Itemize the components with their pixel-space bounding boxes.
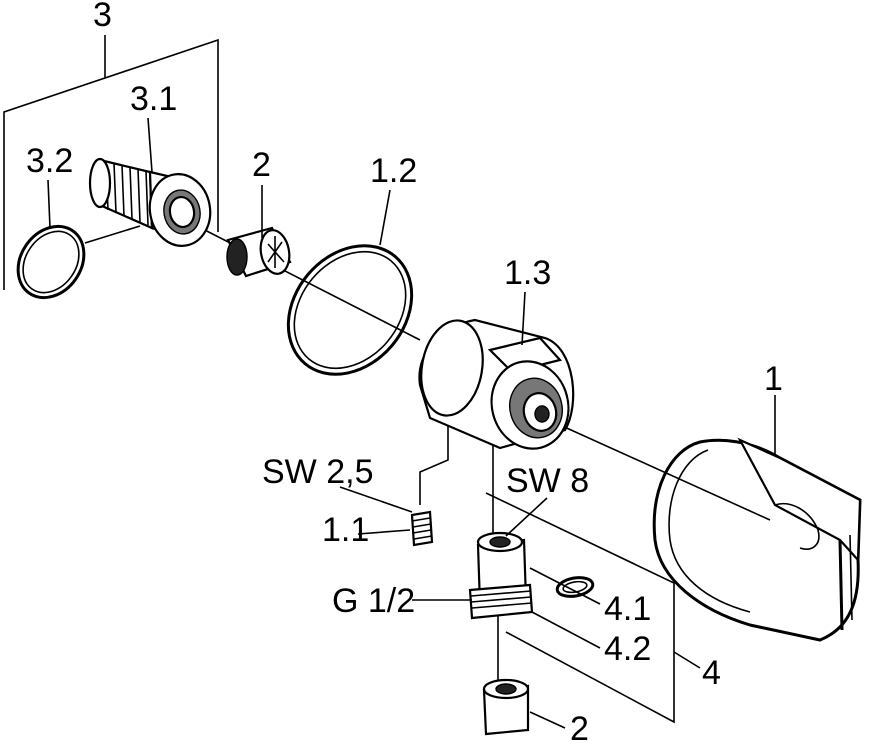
part-3-2-seal-ring xyxy=(16,224,86,300)
label-1: 1 xyxy=(764,360,783,398)
part-2-cartridge-lower xyxy=(482,678,530,736)
part-1-2-large-o-ring xyxy=(286,244,414,376)
callout-labels: 3 3.1 3.2 2 1.2 1.3 1 SW 2,5 1.1 SW 8 G … xyxy=(26,0,783,744)
label-1-1: 1.1 xyxy=(322,511,369,549)
part-3-1-threaded-fitting xyxy=(88,157,212,247)
leader-lines xyxy=(47,117,776,729)
part-1-shower-holder xyxy=(652,437,862,642)
assembly-axis-lines xyxy=(84,224,771,682)
label-1-2: 1.2 xyxy=(370,152,417,190)
assembly-3-bracket xyxy=(3,35,219,290)
part-1-3-housing xyxy=(418,318,575,450)
assembly-4-bracket xyxy=(485,492,701,724)
label-1-3: 1.3 xyxy=(504,254,551,292)
part-4-1-washer xyxy=(555,576,595,598)
label-3-2: 3.2 xyxy=(26,142,73,180)
part-4-connector xyxy=(468,531,534,620)
part-1-1-grub-screw xyxy=(410,510,434,547)
label-3-1: 3.1 xyxy=(130,80,177,118)
label-sw-2-5: SW 2,5 xyxy=(262,453,373,491)
label-g-1-2: G 1/2 xyxy=(332,582,415,620)
part-2-cartridge-upper xyxy=(226,226,292,278)
label-4-1: 4.1 xyxy=(604,590,651,628)
label-4: 4 xyxy=(702,654,721,692)
label-sw-8: SW 8 xyxy=(506,462,589,500)
label-3: 3 xyxy=(93,0,112,34)
label-2-lower: 2 xyxy=(570,710,589,744)
label-2-upper: 2 xyxy=(252,146,271,184)
label-4-2: 4.2 xyxy=(604,630,651,668)
